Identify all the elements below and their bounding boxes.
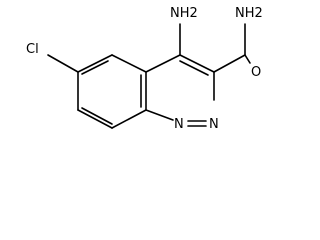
carbonyl-oxygen-label: O xyxy=(251,65,261,80)
bond-c4-c3-inner xyxy=(179,60,209,76)
bond-c4a-c5 xyxy=(111,54,147,73)
bond-c6-cl xyxy=(47,54,79,73)
ring-nitrogen-1-label: N xyxy=(174,117,184,132)
chemical-structure: NH2 NH2 O Cl N N xyxy=(26,6,263,132)
amide-nitrogen-label: NH2 xyxy=(235,6,263,21)
bond-c8-c8a xyxy=(111,109,147,129)
bond-c4-c3 xyxy=(179,54,215,73)
bond-c5-c6 xyxy=(77,54,113,73)
ring-nitrogen-2-label: N xyxy=(209,117,219,132)
bond-n1-c8a xyxy=(145,109,174,121)
chloro-label: Cl xyxy=(26,42,39,57)
amino-label: NH2 xyxy=(170,6,198,21)
bond-c3-carbonyl xyxy=(213,54,246,73)
bond-c7-c8-inner xyxy=(81,107,113,125)
bond-c5-c6-inner xyxy=(81,60,109,75)
bond-carbonyl-o xyxy=(244,54,251,64)
bond-c4a-c4 xyxy=(145,54,181,73)
bond-c7-c8 xyxy=(77,109,113,129)
